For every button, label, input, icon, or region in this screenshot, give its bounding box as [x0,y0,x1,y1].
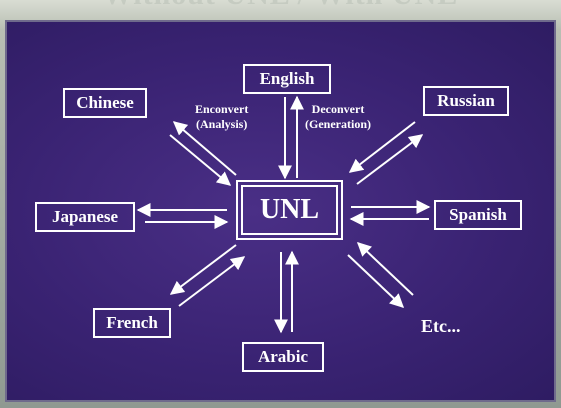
arrow-unl-to-russian [356,134,424,185]
language-node-spanish: Spanish [434,200,522,230]
enconvert-label: Enconvert (Analysis) [195,102,248,132]
language-node-japanese: Japanese [35,202,135,232]
arrow-french-to-unl [178,256,246,307]
deconvert-subtext: (Generation) [305,117,371,131]
deconvert-label: Deconvert (Generation) [305,102,371,132]
arrow-chinese-to-unl [169,134,232,186]
language-node-english: English [243,64,331,94]
slide-heading: Without UNL / With UNL [0,0,561,12]
language-node-etc: Etc... [421,316,461,336]
language-node-arabic: Arabic [242,342,324,372]
unl-node: UNL [236,180,343,240]
arrow-unl-to-french [169,244,237,295]
arrow-russian-to-unl [348,121,416,173]
arrow-etc-to-unl [356,242,414,296]
arrow-unl-to-etc [347,254,405,308]
language-node-russian: Russian [423,86,509,116]
arrow-layer [136,95,431,334]
language-node-chinese: Chinese [63,88,147,118]
enconvert-subtext: (Analysis) [195,117,248,131]
arrow-unl-to-chinese [172,121,237,176]
unl-label: UNL [241,185,338,235]
diagram-panel: UNL English Chinese Russian Japanese Spa… [5,20,556,402]
deconvert-text: Deconvert [311,102,365,116]
enconvert-text: Enconvert [195,102,249,116]
language-node-french: French [93,308,171,338]
